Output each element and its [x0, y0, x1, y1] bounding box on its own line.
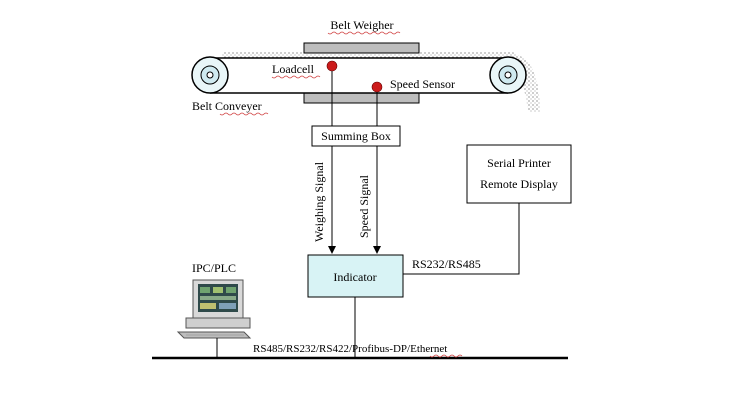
rs232-rs485-link — [403, 203, 520, 275]
belt-conveyer-label: Belt Conveyer — [192, 99, 262, 113]
indicator-box — [307, 254, 404, 298]
spellcheck-underline — [327, 31, 401, 35]
spellcheck-underline — [219, 112, 269, 116]
serial-printer-label: Serial Printer — [487, 156, 551, 170]
weighing-signal-arrowhead — [328, 246, 336, 254]
spellcheck-underline — [271, 75, 321, 79]
speed-signal-arrowhead — [373, 246, 381, 254]
summing-box — [311, 125, 401, 147]
rs232-rs485-label: RS232/RS485 — [412, 257, 481, 271]
bus-label: RS485/RS232/RS422/Profibus-DP/Ethernet — [253, 343, 447, 355]
indicator-label: Indicator — [333, 270, 376, 284]
loadcell-label: Loadcell — [272, 62, 315, 76]
weighing-signal-label: Weighing Signal — [312, 161, 326, 242]
weigher-top-plate — [303, 42, 420, 54]
computer-icon — [176, 279, 252, 339]
spellcheck-underline — [429, 354, 463, 358]
loadcell-sensor — [326, 60, 338, 72]
ipc-plc-label: IPC/PLC — [192, 261, 236, 275]
speed-signal-label: Speed Signal — [357, 174, 371, 238]
speed-sensor — [371, 81, 383, 93]
weigher-bottom-plate — [303, 92, 420, 104]
belt-weigher-label: Belt Weigher — [330, 18, 393, 32]
speed-sensor-label: Speed Sensor — [390, 77, 455, 91]
belt-conveyer — [191, 56, 527, 94]
remote-display-label: Remote Display — [480, 177, 558, 191]
serial-printer-box — [466, 144, 572, 204]
summing-box-label: Summing Box — [321, 129, 391, 143]
